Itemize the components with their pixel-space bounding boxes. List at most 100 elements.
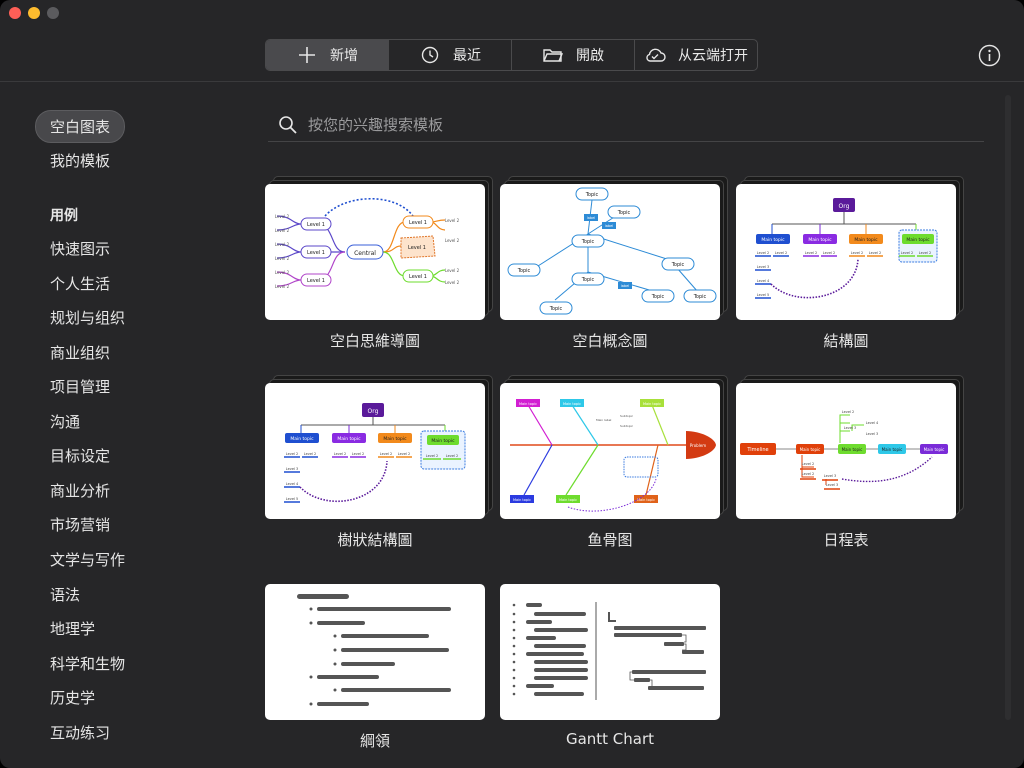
level1-node: Level 1 [409, 220, 427, 226]
info-icon[interactable] [978, 44, 1001, 67]
topic-node: Topic [617, 210, 631, 216]
open-from-cloud-button[interactable]: 从云端打开 [635, 40, 757, 70]
sidebar-item[interactable]: 互动练习 [50, 724, 111, 742]
sidebar-item[interactable]: 项目管理 [50, 378, 111, 396]
level2-node: Level 2 [802, 472, 815, 476]
template-card-blank-mindmap[interactable]: Central Level 1 Level 1 Level 1 Level 1 … [265, 176, 493, 351]
level1-node: Level 1 [307, 222, 325, 228]
sidebar-item[interactable]: 科学和生物 [50, 655, 126, 673]
template-thumbnail: Org Main topic Main topic Main topic Mai… [736, 176, 964, 320]
sidebar-item[interactable]: 市场营销 [50, 516, 111, 534]
sidebar-item-my-templates[interactable]: 我的模板 [50, 152, 111, 170]
template-label: 空白概念圖 [572, 332, 648, 350]
recent-button[interactable]: 最近 [389, 40, 512, 70]
template-label: 鱼骨图 [587, 531, 633, 549]
template-card-tree-chart[interactable]: Org Main topic Main topic Main topic Mai… [265, 375, 493, 550]
link-label: label [621, 284, 629, 288]
sidebar-item[interactable]: 商业分析 [50, 482, 111, 500]
main-topic-node: Main topic [513, 498, 531, 502]
level2-node: Level 2 [869, 251, 882, 255]
main-topic-node: Main topic [808, 237, 832, 243]
level2-node: Level 2 [445, 280, 460, 285]
template-search [268, 108, 984, 142]
minimize-window-button[interactable] [28, 7, 40, 19]
level3-node: Level 3 [826, 483, 839, 487]
template-card-org-chart[interactable]: Org Main topic Main topic Main topic Mai… [736, 176, 964, 351]
template-thumbnail: Timeline Main topic Main topic Main topi… [736, 375, 964, 519]
plus-icon [299, 47, 315, 63]
close-window-button[interactable] [9, 7, 21, 19]
level4-node: Level 4 [757, 279, 770, 283]
topic-node: Topic [581, 277, 595, 283]
main-topic-node: Main topic [290, 436, 314, 442]
scrollbar[interactable] [1005, 95, 1011, 720]
sidebar-item[interactable]: 历史学 [50, 689, 96, 707]
clock-icon [421, 46, 439, 64]
level2-node: Level 2 [304, 452, 317, 456]
template-thumbnail: Central Level 1 Level 1 Level 1 Level 1 … [265, 176, 493, 320]
sidebar-item[interactable]: 语法 [50, 586, 81, 604]
topic-node: Topic [693, 294, 707, 300]
level2-node: Level 2 [275, 256, 290, 261]
tree-chart-thumbnail: Org Main topic Main topic Main topic Mai… [284, 403, 466, 503]
level2-node: Level 2 [275, 214, 290, 219]
org-chart-thumbnail: Org Main topic Main topic Main topic Mai… [755, 198, 938, 299]
template-thumbnail: Problem Main topic Main topic Main topic… [500, 375, 728, 519]
template-card-fishbone[interactable]: Problem Main topic Main topic Main topic… [500, 375, 728, 550]
level2-node: Level 2 [802, 462, 815, 466]
timeline-node: Timeline [746, 447, 768, 453]
template-label: 樹狀結構圖 [337, 531, 413, 549]
open-button[interactable]: 開啟 [512, 40, 635, 70]
level5-node: Level 5 [286, 497, 299, 501]
template-card-blank-concept-map[interactable]: Topic Topic Topic Topic Topic Topic Topi… [500, 176, 728, 351]
sidebar-item[interactable]: 规划与组织 [50, 309, 126, 327]
sidebar-item[interactable]: 地理学 [50, 620, 96, 638]
mindmap-thumbnail: Central Level 1 Level 1 Level 1 Level 1 … [275, 198, 460, 289]
link-label: label [587, 216, 595, 220]
level2-node: Level 2 [851, 251, 864, 255]
subtopic-label: Subtopic [620, 414, 633, 418]
main-topic-node: Main topic [643, 402, 661, 406]
cloud-label: 从云端打开 [678, 48, 748, 64]
template-thumbnail [265, 584, 485, 720]
template-card-gantt-chart[interactable]: Gantt Chart [500, 584, 720, 748]
level2-node: Level 2 [398, 452, 411, 456]
level3-node: Level 3 [866, 432, 879, 436]
level2-node: Level 2 [380, 452, 393, 456]
level1-node: Level 1 [408, 245, 426, 251]
template-thumbnail: Org Main topic Main topic Main topic Mai… [265, 375, 493, 519]
main-topic-node: Main topic [924, 447, 945, 452]
sidebar-item[interactable]: 商业组织 [50, 344, 111, 362]
sidebar-item[interactable]: 目标设定 [50, 447, 111, 465]
main-topic-node: Main topic [637, 498, 655, 502]
topic-node: Topic [549, 306, 563, 312]
level2-node: Level 2 [275, 228, 290, 233]
level2-node: Level 2 [275, 284, 290, 289]
template-label: 日程表 [823, 531, 869, 549]
sidebar-item[interactable]: 沟通 [50, 413, 81, 431]
template-card-timeline[interactable]: Timeline Main topic Main topic Main topi… [736, 375, 964, 550]
level2-node: Level 2 [805, 251, 818, 255]
level2-node: Level 2 [275, 270, 290, 275]
new-label: 新增 [330, 48, 358, 64]
level2-node: Level 2 [426, 454, 439, 458]
search-input[interactable] [308, 115, 908, 134]
main-topic-node: Main topic [563, 402, 581, 406]
sidebar-item-blank-diagram[interactable]: 空白图表 [35, 110, 126, 143]
zoom-window-button[interactable] [47, 7, 59, 19]
main-topic-node: Main topic [800, 447, 821, 452]
main-topic-node: Main topic [854, 237, 878, 243]
level1-node: Level 1 [307, 278, 325, 284]
main-topic-node: Main topic [882, 447, 903, 452]
sidebar-item[interactable]: 个人生活 [50, 275, 111, 293]
folder-icon [543, 49, 564, 62]
sidebar-item[interactable]: 快速图示 [50, 240, 111, 258]
template-label: 綱領 [359, 732, 390, 750]
sidebar-item[interactable]: 文学与写作 [50, 551, 126, 569]
new-button[interactable]: 新增 [266, 40, 389, 70]
topic-node: Topic [671, 262, 685, 268]
main-topic-node: Main topic [906, 237, 930, 243]
template-card-outline[interactable]: 綱領 [265, 584, 485, 751]
search-icon [279, 115, 297, 134]
level2-node: Level 2 [446, 454, 459, 458]
